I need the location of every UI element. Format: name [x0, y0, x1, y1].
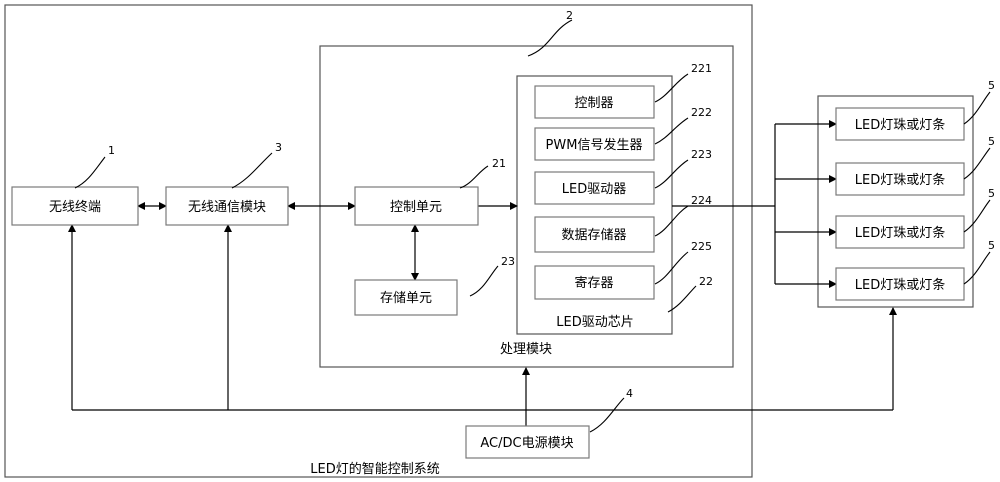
ref-5b: 5 [988, 135, 995, 148]
controller-box [534, 85, 655, 119]
processing-caption: 处理模块 [500, 342, 552, 357]
controller-label: 控制器 [574, 96, 613, 111]
register-label: 寄存器 [574, 275, 613, 291]
pwm-generator-label: PWM信号发生器 [546, 137, 643, 153]
led-driver-label: LED驱动器 [562, 182, 626, 197]
led-3-box [835, 215, 965, 249]
leader-4 [589, 397, 625, 433]
ref-5c: 5 [988, 187, 995, 200]
wireless-comm-label: 无线通信模块 [188, 200, 266, 215]
ref-22: 22 [699, 275, 713, 288]
led-1-box [835, 107, 965, 141]
leader-2 [527, 19, 573, 57]
ref-2: 2 [566, 9, 573, 22]
pwm-generator-box [534, 127, 655, 161]
led-3-label: LED灯珠或灯条 [855, 225, 945, 241]
leader-5c [963, 199, 991, 233]
leader-21 [459, 165, 489, 189]
leader-225 [654, 251, 689, 285]
led-4-box [835, 267, 965, 301]
wireless-comm-box [165, 186, 289, 226]
leader-3 [231, 152, 273, 189]
led-4-label: LED灯珠或灯条 [855, 277, 945, 293]
ref-224: 224 [691, 194, 712, 207]
ref-3: 3 [275, 141, 282, 154]
chip-caption: LED驱动芯片 [556, 315, 633, 330]
data-storage-box [534, 216, 655, 253]
ref-4: 4 [626, 387, 633, 400]
leader-23 [469, 265, 499, 297]
storage-unit-box [354, 279, 458, 316]
leader-5b [963, 147, 991, 180]
ref-23: 23 [501, 255, 515, 268]
control-unit-box [354, 186, 479, 226]
leader-224 [654, 205, 689, 237]
power-module-label: AC/DC电源模块 [480, 436, 573, 451]
leader-223 [654, 159, 689, 189]
ref-5d: 5 [988, 239, 995, 252]
ref-223: 223 [691, 148, 712, 161]
system-caption: LED灯的智能控制系统 [310, 461, 439, 477]
ref-222: 222 [691, 106, 712, 119]
ref-225: 225 [691, 240, 712, 253]
led-2-box [835, 162, 965, 196]
power-module-box [465, 425, 590, 459]
ref-1: 1 [108, 144, 115, 157]
ref-5a: 5 [988, 79, 995, 92]
led-2-label: LED灯珠或灯条 [855, 172, 945, 188]
leader-221 [654, 73, 689, 103]
leader-5d [963, 251, 991, 285]
wireless-terminal-box [11, 186, 139, 226]
leader-222 [654, 117, 689, 145]
ref-221: 221 [691, 62, 712, 75]
leader-1 [74, 156, 106, 189]
led-1-label: LED灯珠或灯条 [855, 117, 945, 133]
leader-5a [963, 91, 991, 125]
wireless-terminal-label: 无线终端 [49, 199, 101, 215]
storage-unit-label: 存储单元 [380, 291, 432, 306]
ref-21: 21 [492, 157, 506, 170]
control-unit-label: 控制单元 [390, 200, 442, 215]
register-box [534, 265, 655, 300]
system-frame [4, 4, 753, 478]
led-driver-box [534, 171, 655, 205]
leader-22 [667, 285, 697, 313]
data-storage-label: 数据存储器 [561, 228, 626, 243]
